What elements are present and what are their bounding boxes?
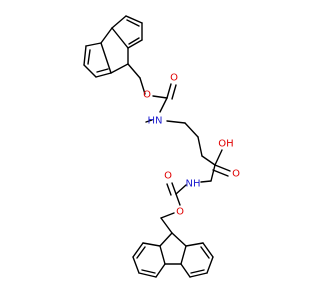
oxygen-label-ester-bottom: O [176, 207, 184, 218]
oxygen-label-carbonyl-bottom: O [164, 171, 172, 182]
oxygen-label-carbonyl-top: O [170, 73, 178, 84]
fluorenyl-bottom [132, 217, 214, 278]
structure-drawing: O O HN OH O NH O O [83, 15, 240, 278]
nitrogen-label-bottom: NH [186, 179, 201, 190]
oxygen-label-ester-top: O [143, 90, 151, 101]
hydroxyl-label-acid: OH [218, 139, 233, 150]
carbamate-bottom [160, 182, 187, 219]
molecule-canvas: O O HN OH O NH O O [83, 15, 241, 278]
nitrogen-label-top: HN [148, 116, 163, 127]
carbamate-top [145, 83, 177, 123]
fluorenyl-top [83, 15, 146, 95]
oxygen-label-acid: O [232, 169, 240, 180]
lysine-chain [166, 120, 231, 183]
